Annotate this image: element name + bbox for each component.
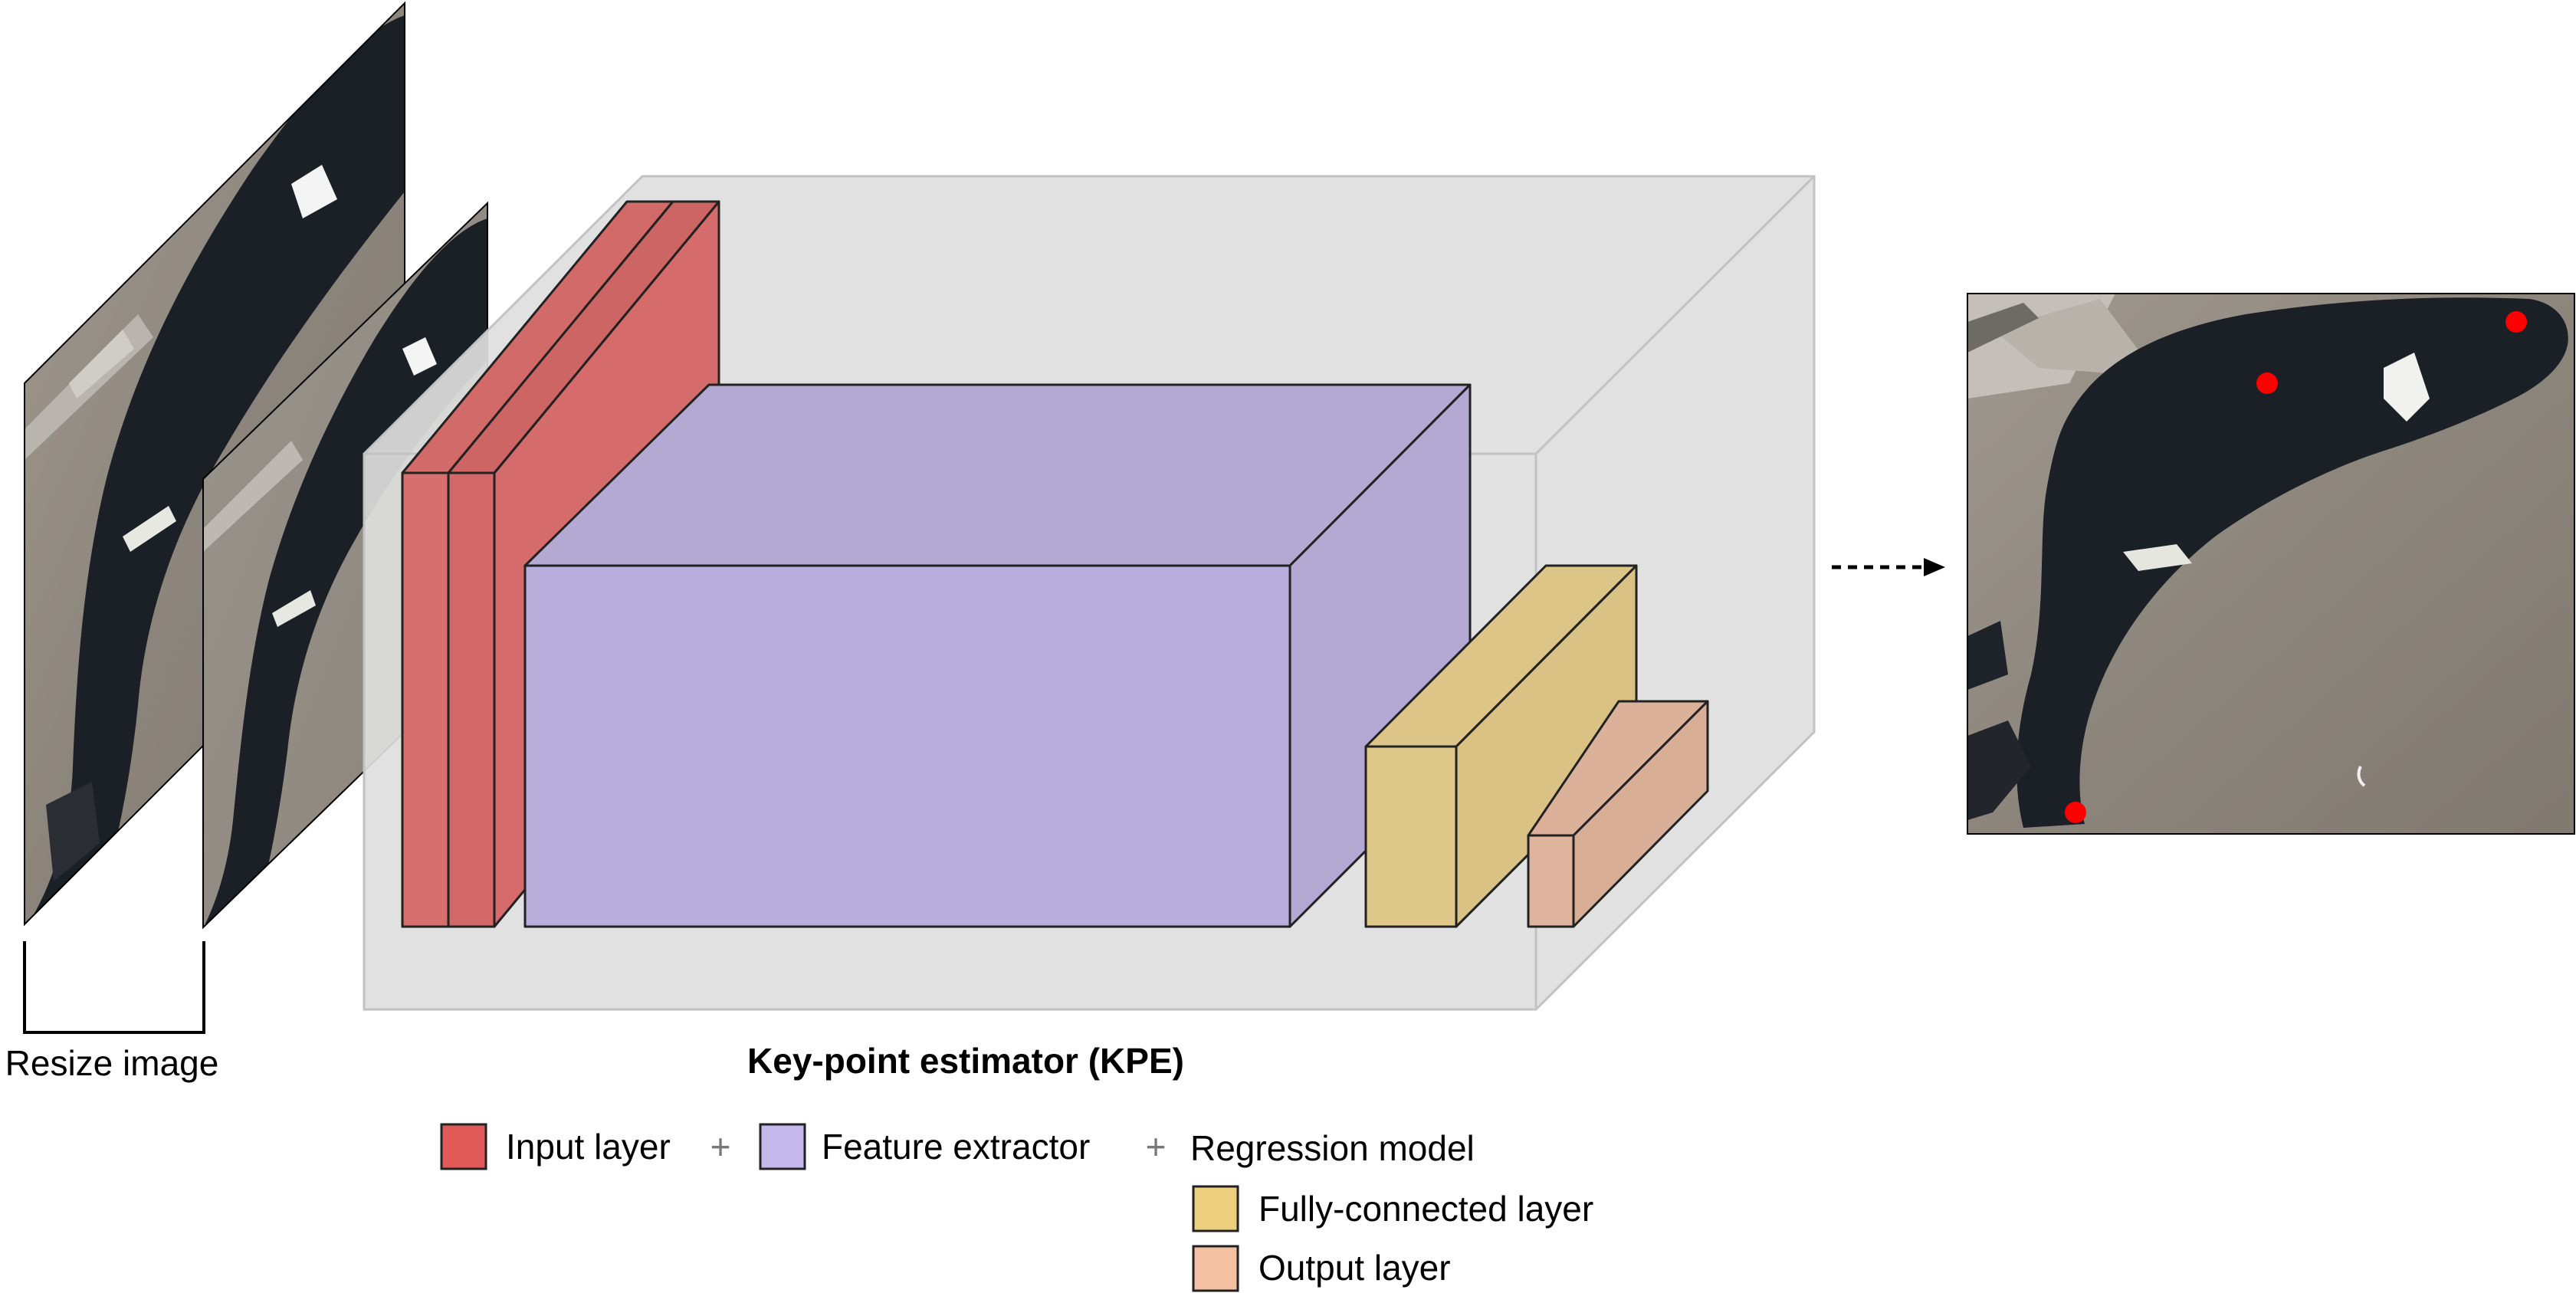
legend-plus-2: + [1146, 1127, 1167, 1167]
legend-swatch-fully-connected-layer [1192, 1185, 1239, 1232]
legend-label-regression-model: Regression model [1190, 1128, 1475, 1168]
legend-swatch-output-layer [1192, 1245, 1239, 1292]
output-layer-block [1527, 700, 1709, 928]
legend: Input layer + Feature extractor + Regres… [440, 1123, 1593, 1292]
keypoint-back-icon [2256, 372, 2278, 394]
feature-extractor-block [523, 383, 1472, 928]
legend-label-fully-connected-layer: Fully-connected layer [1258, 1189, 1593, 1229]
legend-swatch-feature-extractor [759, 1123, 806, 1170]
resize-bracket [23, 941, 205, 1034]
resize-image-label: Resize image [5, 1043, 219, 1083]
dashed-arrow-right-icon [1832, 558, 1945, 576]
kpe-title: Key-point estimator (KPE) [747, 1041, 1184, 1081]
output-image-frame [1967, 293, 2575, 835]
legend-plus-1: + [710, 1127, 731, 1167]
legend-swatch-input-layer [440, 1123, 487, 1170]
legend-label-input-layer: Input layer [506, 1127, 671, 1167]
legend-label-output-layer: Output layer [1258, 1248, 1451, 1288]
fully-connected-block [1364, 564, 1638, 928]
keypoint-head-icon [2505, 311, 2527, 333]
legend-label-feature-extractor: Feature extractor [822, 1127, 1090, 1167]
keypoint-tail-icon [2065, 802, 2086, 823]
